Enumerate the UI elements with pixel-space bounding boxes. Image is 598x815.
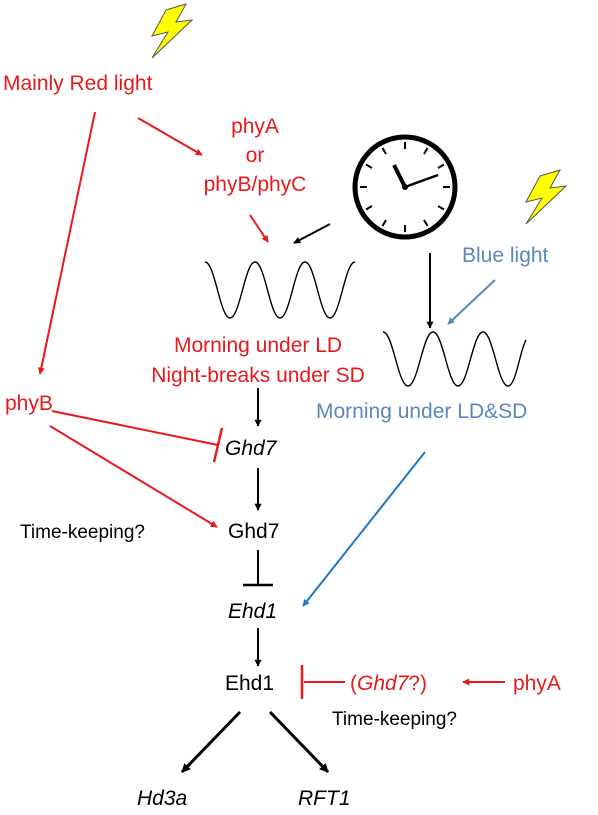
mainly-red-light-label: Mainly Red light bbox=[3, 72, 153, 95]
phyb-label: phyB bbox=[5, 392, 53, 415]
rft1-label: RFT1 bbox=[298, 787, 351, 810]
or-label: or bbox=[246, 144, 265, 167]
phybc-to-wave-arrow bbox=[249, 214, 269, 243]
question-close: ?) bbox=[408, 672, 427, 695]
ghd7-gene-label: Ghd7 bbox=[225, 437, 278, 460]
ehd1-to-rft1-arrow bbox=[268, 710, 330, 774]
clock-to-left-wave-arrow bbox=[293, 223, 331, 244]
phya-label: phyA bbox=[231, 115, 279, 138]
lightning-bolt-icon bbox=[525, 169, 568, 225]
red-light-to-phya-arrow bbox=[137, 117, 203, 156]
paren-open: ( bbox=[350, 672, 357, 695]
phyb-inhibit-bar bbox=[212, 427, 224, 463]
ghd7-question-gene: Ghd7 bbox=[357, 672, 410, 695]
ehd1-to-hd3a-arrow bbox=[180, 710, 242, 774]
phya-right-label: phyA bbox=[513, 672, 561, 695]
morning-under-ld-label: Morning under LD bbox=[174, 334, 342, 357]
phyb-phyc-label: phyB/phyC bbox=[204, 173, 307, 196]
morning-ld-sd-to-ehd1-arrow bbox=[302, 451, 426, 607]
blue-light-to-wave-arrow bbox=[447, 279, 496, 325]
oscillation-wave-icon bbox=[382, 331, 527, 387]
ghd7-protein-label: Ghd7 bbox=[228, 520, 279, 543]
morning-under-ld-sd-label: Morning under LD&SD bbox=[316, 400, 527, 423]
oscillation-wave-icon bbox=[204, 261, 356, 319]
clock-icon bbox=[352, 134, 458, 240]
ehd1-gene-label: Ehd1 bbox=[228, 600, 277, 623]
ghd7-question-label: (Ghd7?) bbox=[350, 672, 427, 695]
night-breaks-under-sd-label: Night-breaks under SD bbox=[151, 364, 365, 387]
time-keeping-left-label: Time-keeping? bbox=[20, 522, 145, 543]
ehd1-protein-label: Ehd1 bbox=[225, 672, 274, 695]
blue-light-label: Blue light bbox=[462, 244, 549, 267]
hd3a-label: Hd3a bbox=[137, 787, 187, 810]
time-keeping-right-label: Time-keeping? bbox=[332, 709, 457, 730]
red-light-to-phyb-arrow bbox=[37, 111, 96, 375]
phyb-inhibits-ghd7-gene bbox=[51, 410, 219, 446]
phyb-to-ghd7-protein-arrow bbox=[49, 425, 218, 528]
lightning-bolt-icon bbox=[151, 3, 194, 59]
